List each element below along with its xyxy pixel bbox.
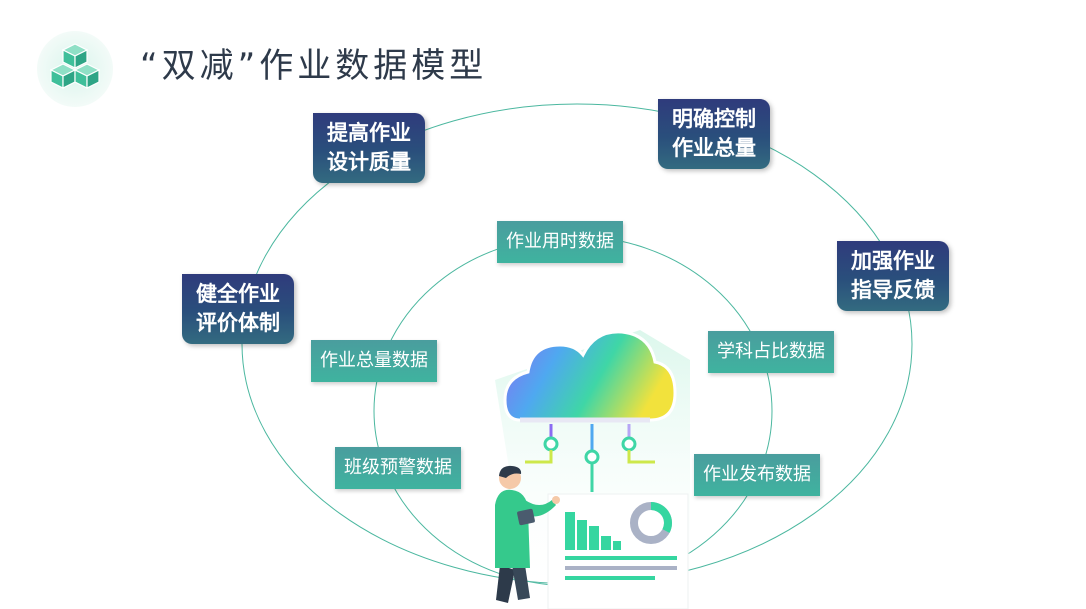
person-icon bbox=[495, 465, 560, 603]
inner-item-subject-ratio: 学科占比数据 bbox=[708, 331, 834, 373]
outer-item-design-quality: 提高作业 设计质量 bbox=[313, 113, 425, 183]
outer-item-guidance-feedback: 加强作业 指导反馈 bbox=[837, 241, 949, 311]
outer-item-evaluation-system: 健全作业 评价体制 bbox=[182, 274, 294, 344]
inner-item-total-data: 作业总量数据 bbox=[311, 340, 437, 382]
donut-chart-icon bbox=[630, 502, 672, 544]
inner-item-class-warning: 班级预警数据 bbox=[335, 447, 461, 489]
inner-item-time-data: 作业用时数据 bbox=[497, 221, 623, 263]
bar-chart-icon bbox=[565, 512, 621, 550]
outer-item-control-total: 明确控制 作业总量 bbox=[658, 99, 770, 169]
cloud-icon bbox=[503, 330, 677, 492]
page-title: “双减”作业数据模型 bbox=[140, 46, 488, 86]
dashboard-panel bbox=[547, 493, 689, 609]
cubes-icon bbox=[37, 31, 113, 107]
inner-item-publish-data: 作业发布数据 bbox=[694, 454, 820, 496]
